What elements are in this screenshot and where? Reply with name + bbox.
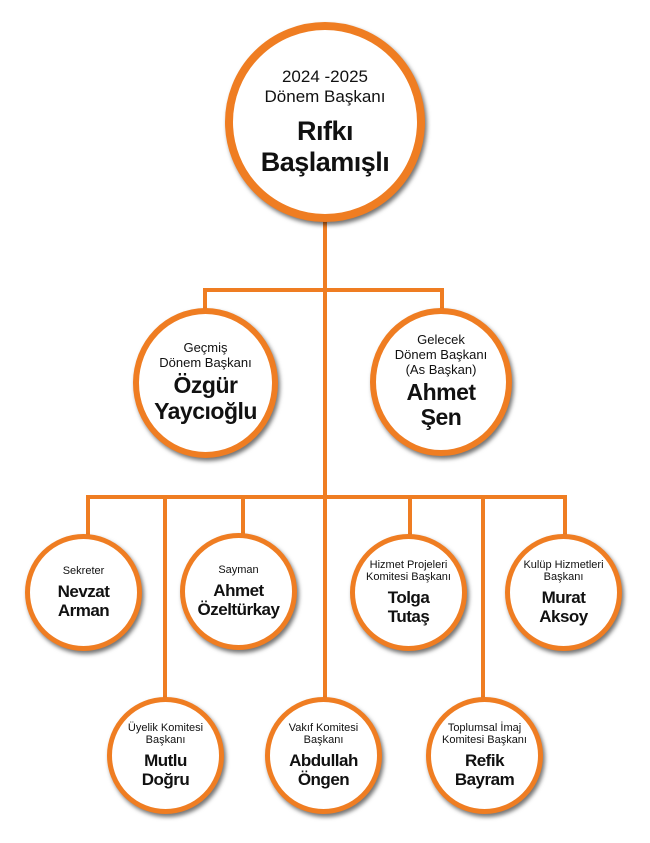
- foundation-node: Vakıf Komitesi Başkanı Abdullah Öngen: [265, 697, 382, 814]
- president-node: 2024 -2025 Dönem Başkanı Rıfkı Başlamışl…: [225, 22, 425, 222]
- president-name: Rıfkı Başlamışlı: [260, 116, 390, 177]
- past-president-node: Geçmiş Dönem Başkanı Özgür Yaycıoğlu: [133, 308, 278, 458]
- foundation-role: Vakıf Komitesi Başkanı: [288, 721, 359, 747]
- past-president-name: Özgür Yaycıoğlu: [154, 372, 257, 424]
- future-president-node: Gelecek Dönem Başkanı (As Başkan) Ahmet …: [370, 308, 512, 456]
- club-service-role: Kulüp Hizmetleri Başkanı: [523, 558, 604, 584]
- public-image-name: Refik Bayram: [454, 751, 515, 790]
- foundation-name: Abdullah Öngen: [289, 751, 358, 790]
- club-service-node: Kulüp Hizmetleri Başkanı Murat Aksoy: [505, 534, 622, 651]
- membership-name: Mutlu Doğru: [141, 751, 190, 790]
- secretary-role: Sekreter: [62, 565, 105, 578]
- future-president-name: Ahmet Şen: [406, 378, 476, 431]
- service-projects-name: Tolga Tutaş: [387, 588, 430, 627]
- service-projects-node: Hizmet Projeleri Komitesi Başkanı Tolga …: [350, 534, 467, 651]
- secretary-node: Sekreter Nevzat Arman: [25, 534, 142, 651]
- public-image-role: Toplumsal İmaj Komitesi Başkanı: [442, 721, 527, 747]
- public-image-node: Toplumsal İmaj Komitesi Başkanı Refik Ba…: [426, 697, 543, 814]
- membership-node: Üyelik Komitesi Başkanı Mutlu Doğru: [107, 697, 224, 814]
- president-role: 2024 -2025 Dönem Başkanı: [264, 67, 386, 106]
- service-projects-role: Hizmet Projeleri Komitesi Başkanı: [366, 558, 451, 584]
- membership-role: Üyelik Komitesi Başkanı: [127, 721, 204, 747]
- treasurer-node: Sayman Ahmet Özeltürkay: [180, 533, 297, 650]
- past-president-role: Geçmiş Dönem Başkanı: [159, 340, 252, 371]
- secretary-name: Nevzat Arman: [57, 581, 110, 620]
- future-president-role: Gelecek Dönem Başkanı (As Başkan): [394, 331, 488, 377]
- club-service-name: Murat Aksoy: [539, 588, 588, 627]
- treasurer-name: Ahmet Özeltürkay: [197, 580, 280, 619]
- treasurer-role: Sayman: [218, 564, 259, 577]
